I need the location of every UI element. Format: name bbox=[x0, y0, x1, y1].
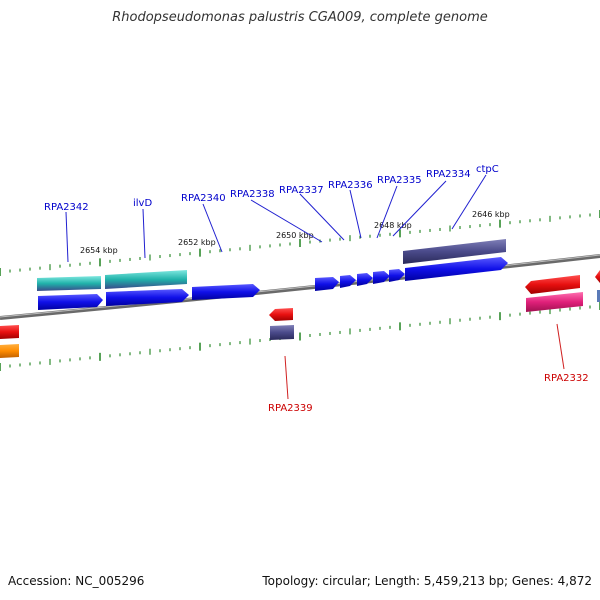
genome-backbone-highlight bbox=[0, 254, 600, 318]
inner-tick-ring bbox=[0, 302, 600, 371]
gene-label-rpa2332: RPA2332 bbox=[544, 373, 589, 384]
cds-rpa2334 bbox=[389, 269, 405, 282]
reverse-leader-lines bbox=[284, 323, 565, 400]
cds-rpa2336 bbox=[357, 273, 373, 286]
kbp-label-2646: 2646 kbp bbox=[472, 210, 510, 219]
cds-right-edge bbox=[595, 270, 600, 283]
feature-right-edge-cog bbox=[597, 290, 600, 302]
feature-ctpc-cog bbox=[403, 239, 506, 264]
feature-rpa2332-cog bbox=[526, 292, 583, 312]
genome-backbone bbox=[0, 254, 600, 320]
cds-rpa2340 bbox=[192, 284, 260, 300]
cds-rpa2337 bbox=[340, 275, 356, 288]
gene-label-rpa2340: RPA2340 bbox=[181, 193, 226, 204]
gene-label-rpa2338: RPA2338 bbox=[230, 189, 275, 200]
gene-label-rpa2339: RPA2339 bbox=[268, 403, 313, 414]
cds-left-edge bbox=[0, 325, 19, 339]
cds-rpa2332 bbox=[525, 275, 580, 294]
gene-label-ilvd: ilvD bbox=[133, 198, 152, 209]
forward-leader-lines bbox=[65, 174, 487, 263]
cds-rpa2339 bbox=[269, 308, 293, 321]
feature-rpa2342-cog bbox=[37, 276, 101, 291]
kbp-label-2650: 2650 kbp bbox=[276, 231, 314, 240]
feature-rpa2339-cog bbox=[270, 325, 294, 340]
cds-rpa2342 bbox=[38, 294, 103, 310]
kbp-label-2654: 2654 kbp bbox=[80, 246, 118, 255]
cds-ilvd bbox=[106, 289, 189, 306]
cds-rpa2338 bbox=[315, 277, 339, 291]
outer-tick-ring bbox=[0, 210, 600, 276]
cds-rpa2335 bbox=[373, 271, 390, 284]
map-title: Rhodopseudomonas palustris CGA009, compl… bbox=[112, 10, 488, 25]
cds-ctpc bbox=[405, 257, 508, 281]
gene-label-rpa2342: RPA2342 bbox=[44, 202, 89, 213]
kbp-label-2652: 2652 kbp bbox=[178, 238, 216, 247]
feature-left-edge-cog bbox=[0, 344, 19, 358]
kbp-label-2648: 2648 kbp bbox=[374, 221, 412, 230]
gene-label-ctpc: ctpC bbox=[476, 164, 499, 175]
feature-ilvd-cog bbox=[105, 270, 187, 289]
gene-label-rpa2337: RPA2337 bbox=[279, 185, 324, 196]
gene-label-rpa2336: RPA2336 bbox=[328, 180, 373, 191]
gene-label-rpa2334: RPA2334 bbox=[426, 169, 471, 180]
accession-text: Accession: NC_005296 bbox=[8, 574, 145, 588]
genome-stats-text: Topology: circular; Length: 5,459,213 bp… bbox=[262, 574, 592, 588]
gene-label-rpa2335: RPA2335 bbox=[377, 175, 422, 186]
